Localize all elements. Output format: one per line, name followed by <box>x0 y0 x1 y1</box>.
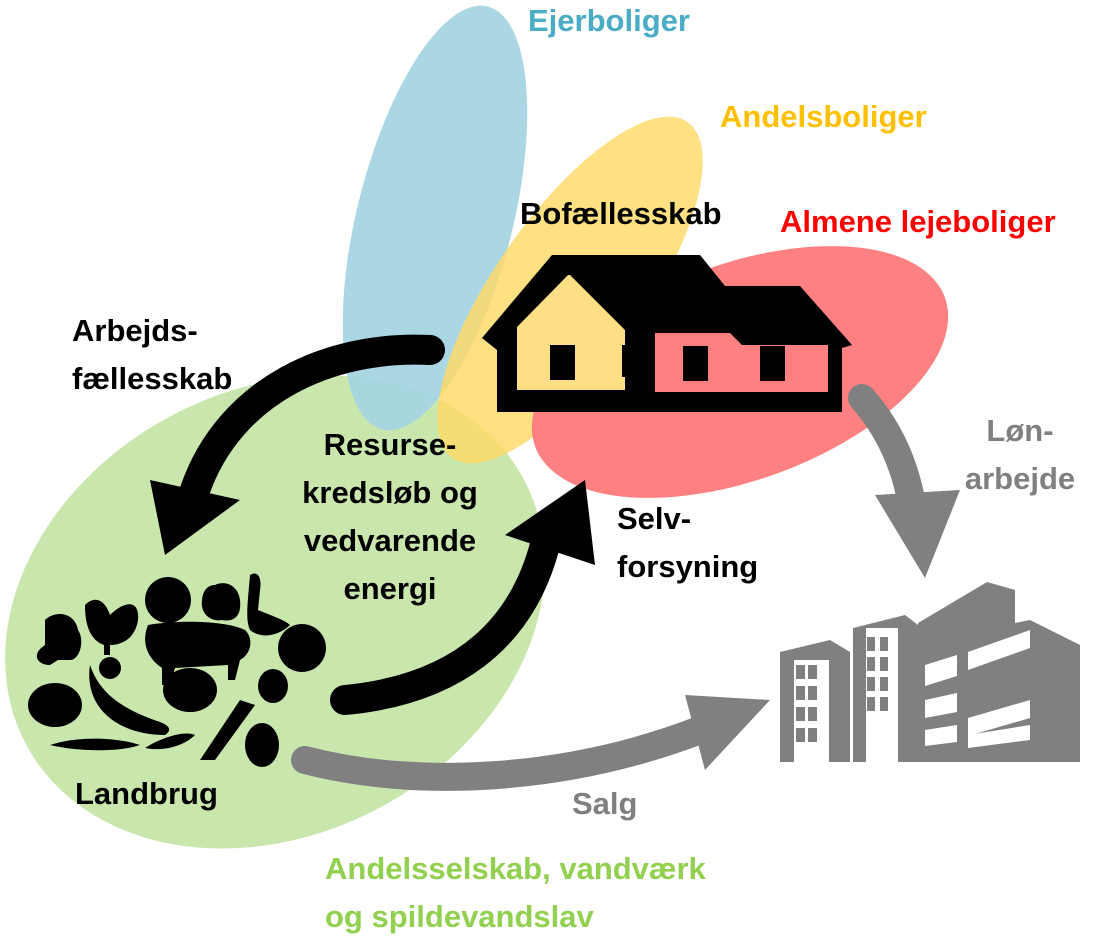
label-almene-lejeboliger: Almene lejeboliger <box>780 204 1056 239</box>
label-bofaellesskab: Bofællesskab <box>520 196 722 231</box>
arrow-lonarbejde <box>848 384 960 578</box>
label-arbejds-line1: Arbejds- <box>72 313 198 348</box>
label-landbrug: Landbrug <box>75 776 218 811</box>
label-resurse-line3: vedvarende <box>303 523 477 558</box>
label-andelsboliger: Andelsboliger <box>720 99 927 134</box>
label-lon-line2: arbejde <box>964 461 1076 496</box>
label-selv-line2: forsyning <box>617 549 759 584</box>
arrow-selvforsyning <box>330 480 595 715</box>
label-ejerboliger: Ejerboliger <box>528 3 690 38</box>
label-resurse-line1: Resurse- <box>323 427 457 462</box>
label-resurse-line2: kredsløb og <box>302 475 478 510</box>
label-andelsselskab-line1: Andelsselskab, vandværk <box>325 851 706 886</box>
label-salg: Salg <box>572 786 638 821</box>
label-selv-line1: Selv- <box>617 501 692 536</box>
label-arbejds-line2: fællesskab <box>72 361 233 396</box>
label-resurse-line4: energi <box>343 571 437 606</box>
label-lon-line1: Løn- <box>986 413 1054 448</box>
farm-produce-icon <box>28 573 326 767</box>
office-buildings-icon <box>780 582 1080 762</box>
arrow-salg <box>291 695 770 791</box>
arrow-arbejds <box>150 334 445 555</box>
label-andelsselskab-line2: og spildevandslav <box>325 899 594 934</box>
